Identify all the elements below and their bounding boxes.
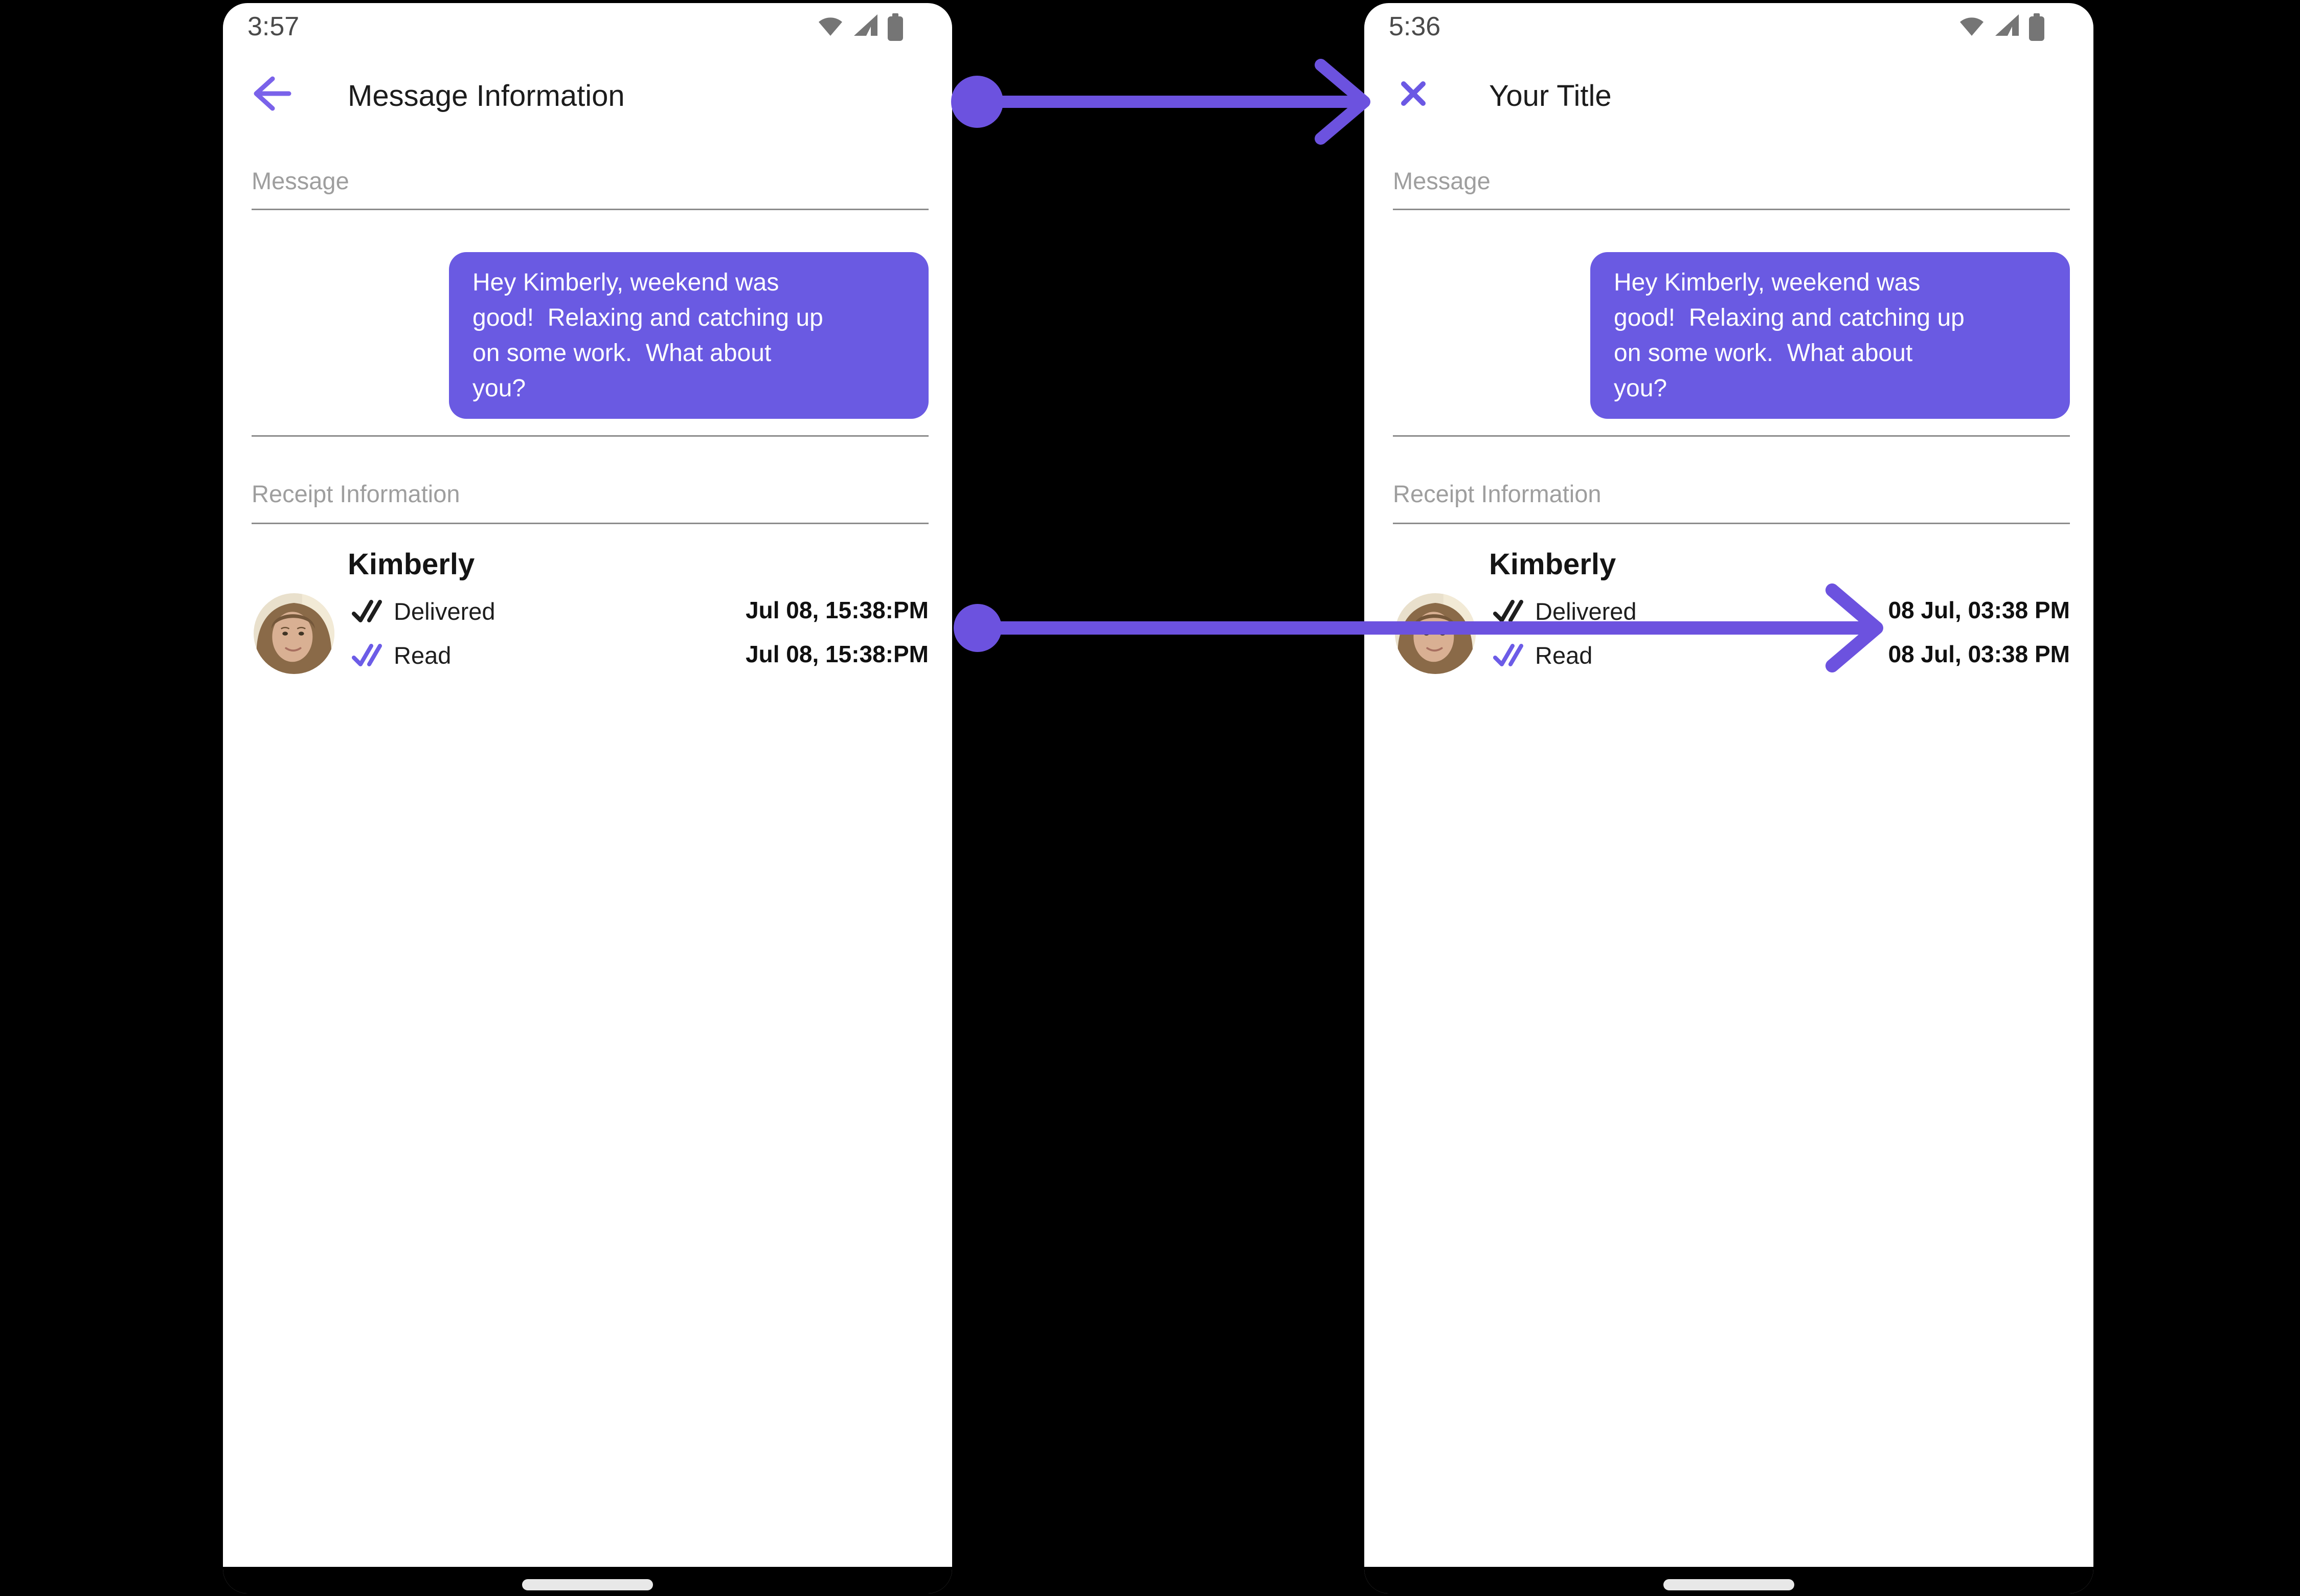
close-button[interactable]	[1393, 76, 1434, 114]
header-transform-arrow	[951, 59, 1370, 145]
double-check-icon	[351, 642, 382, 667]
receipt-row-status: Delivered	[394, 598, 495, 625]
avatar	[254, 593, 334, 674]
avatar	[1395, 593, 1476, 674]
receipt-section-label: Receipt Information	[1393, 480, 1602, 507]
signal-icon	[1994, 13, 2020, 39]
divider	[252, 209, 929, 210]
receipt-row-status: Read	[394, 642, 452, 669]
receipt-row-timestamp: Jul 08, 15:38:PM	[746, 641, 929, 667]
status-icons	[1958, 13, 2044, 43]
contact-name: Kimberly	[348, 548, 475, 581]
status-icons	[817, 13, 903, 43]
receipt-row-timestamp: Jul 08, 15:38:PM	[746, 597, 929, 623]
back-arrow-icon	[252, 75, 292, 115]
phone-after: 5:36 Your Title Message Hey Kimberly, we…	[1364, 3, 2093, 1593]
status-time: 5:36	[1389, 12, 1441, 41]
page-title: Your Title	[1489, 79, 1612, 113]
receipt-row-status: Read	[1535, 642, 1593, 669]
receipt-row-timestamp: 08 Jul, 03:38 PM	[1888, 597, 2070, 623]
message-bubble: Hey Kimberly, weekend was good! Relaxing…	[1590, 252, 2070, 419]
double-check-icon	[1492, 642, 1524, 667]
close-icon	[1400, 80, 1427, 109]
divider	[1393, 523, 2070, 524]
message-section-label: Message	[252, 167, 349, 194]
back-button[interactable]	[252, 76, 292, 114]
home-indicator[interactable]	[1663, 1579, 1794, 1590]
navigation-bar	[1364, 1567, 2093, 1593]
double-check-icon	[1492, 598, 1524, 623]
receipt-row-status: Delivered	[1535, 598, 1637, 625]
divider	[1393, 209, 2070, 210]
status-time: 3:57	[247, 12, 300, 41]
home-indicator[interactable]	[522, 1579, 653, 1590]
receipt-section-label: Receipt Information	[252, 480, 460, 507]
battery-icon	[2029, 13, 2044, 43]
wifi-icon	[1958, 13, 1985, 39]
receipt-row-timestamp: 08 Jul, 03:38 PM	[1888, 641, 2070, 667]
navigation-bar	[223, 1567, 952, 1593]
contact-name: Kimberly	[1489, 548, 1616, 581]
message-bubble: Hey Kimberly, weekend was good! Relaxing…	[449, 252, 929, 419]
divider	[252, 523, 929, 524]
page-title: Message Information	[348, 79, 625, 113]
double-check-icon	[351, 598, 382, 623]
phone-before: 3:57 Message Information Message Hey Kim…	[223, 3, 952, 1593]
divider	[252, 435, 929, 437]
signal-icon	[853, 13, 878, 39]
message-section-label: Message	[1393, 167, 1491, 194]
wifi-icon	[817, 13, 844, 39]
battery-icon	[888, 13, 903, 43]
divider	[1393, 435, 2070, 437]
